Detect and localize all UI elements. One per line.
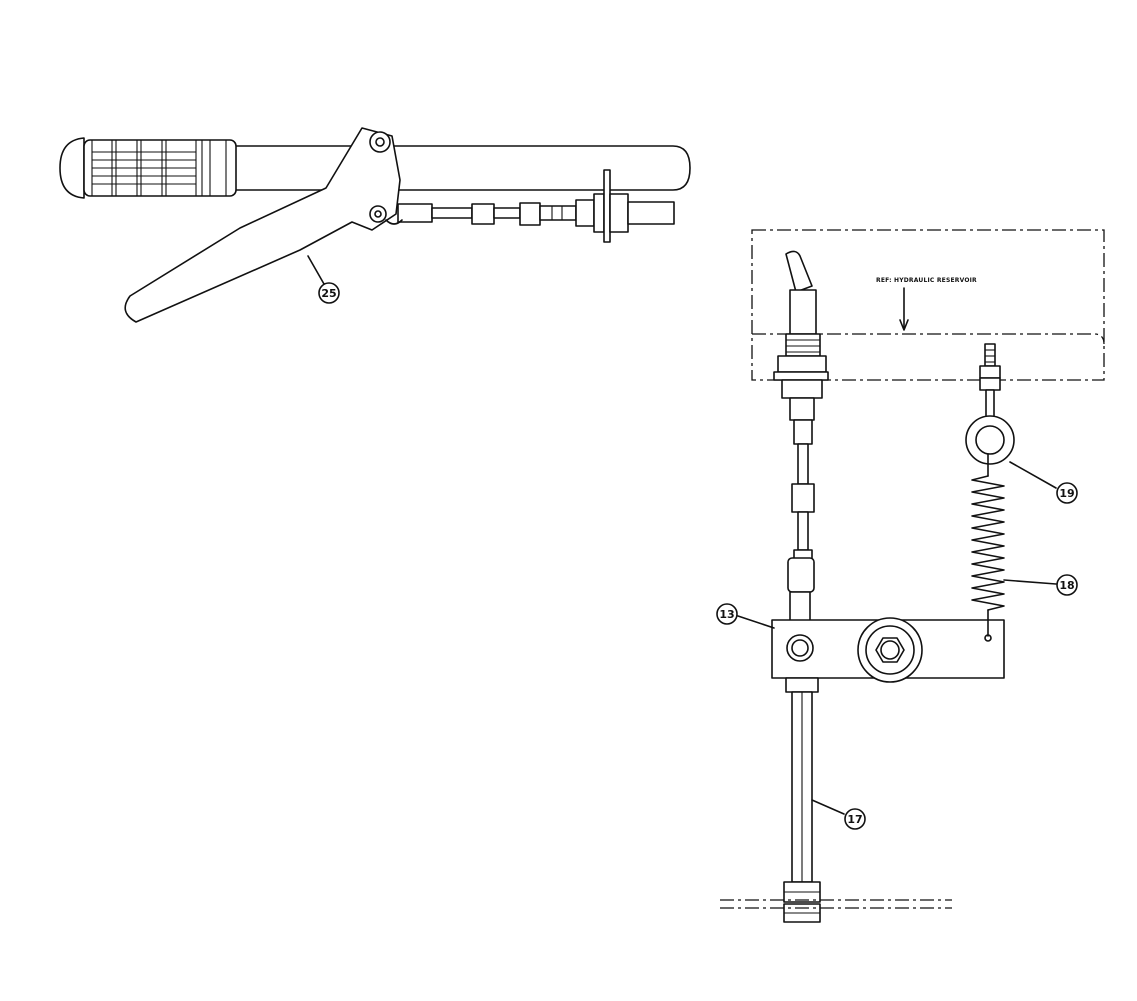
clevis (787, 557, 815, 593)
grip-knob (59, 137, 85, 199)
callout-25-label: 25 (321, 287, 336, 300)
callout-18-label: 18 (1059, 579, 1074, 592)
tension-spring (971, 453, 1005, 637)
control-linkage (397, 169, 675, 243)
leader-25 (307, 255, 325, 285)
eye-bolt (965, 343, 1015, 465)
handle-tube (234, 145, 691, 191)
reservoir-reference-note: REF: HYDRAULIC RESERVOIR (876, 277, 977, 284)
leader-19 (1009, 461, 1057, 489)
callout-13-label: 13 (719, 608, 734, 621)
callout-17: 17 (844, 808, 866, 830)
callout-19: 19 (1056, 482, 1078, 504)
callout-18: 18 (1056, 574, 1078, 596)
bulkhead-plate (603, 169, 611, 243)
grip-ridges (91, 140, 227, 196)
callout-13: 13 (716, 603, 738, 625)
hydraulic-reservoir-outline (751, 229, 1105, 381)
callout-25: 25 (318, 282, 340, 304)
callout-17-label: 17 (847, 813, 862, 826)
lever-arm (124, 127, 401, 323)
reservoir-assembly (720, 229, 1105, 923)
spring-coils (971, 475, 1005, 611)
leader-18 (1003, 579, 1057, 585)
leader-17 (811, 799, 845, 815)
callout-19-label: 19 (1059, 487, 1074, 500)
cable-fitting (773, 250, 829, 641)
hand-lever-assembly (59, 127, 691, 323)
leader-13 (737, 615, 775, 629)
